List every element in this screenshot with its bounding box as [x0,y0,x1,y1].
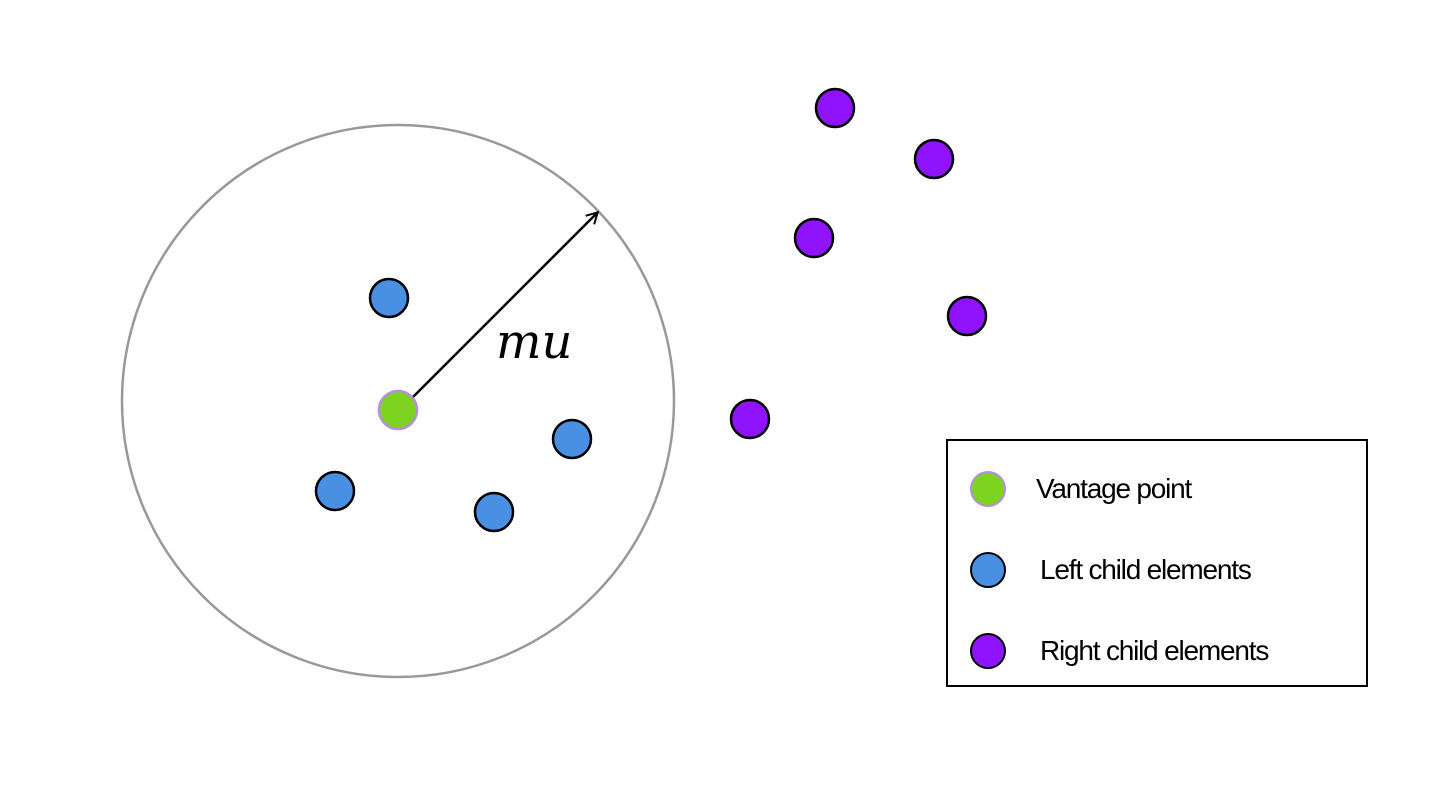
left-child-swatch-icon [970,552,1006,588]
legend-label: Right child elements [1040,635,1269,666]
right-child-point [913,138,955,180]
right-child-point [814,87,856,129]
left-child-point [551,418,593,460]
right-child-point [946,295,988,337]
left-child-point [473,491,515,533]
right-child-point [729,398,771,440]
right-child-swatch-icon [970,633,1006,669]
vantage-point-swatch-icon [970,471,1006,507]
radius-label: mu [496,314,572,370]
vantage-point [377,389,419,431]
legend-item-vantage: Vantage point [970,467,1192,511]
legend-item-left: Left child elements [970,548,1252,592]
legend-label: Left child elements [1040,554,1252,585]
legend-item-right: Right child elements [970,629,1269,673]
legend: Vantage point Left child elements Right … [946,439,1368,687]
boundary-circle [120,123,676,679]
legend-label: Vantage point [1036,473,1192,504]
radius-arrow [412,213,597,398]
right-child-point [793,217,835,259]
left-child-point [368,277,410,319]
left-child-point [314,470,356,512]
